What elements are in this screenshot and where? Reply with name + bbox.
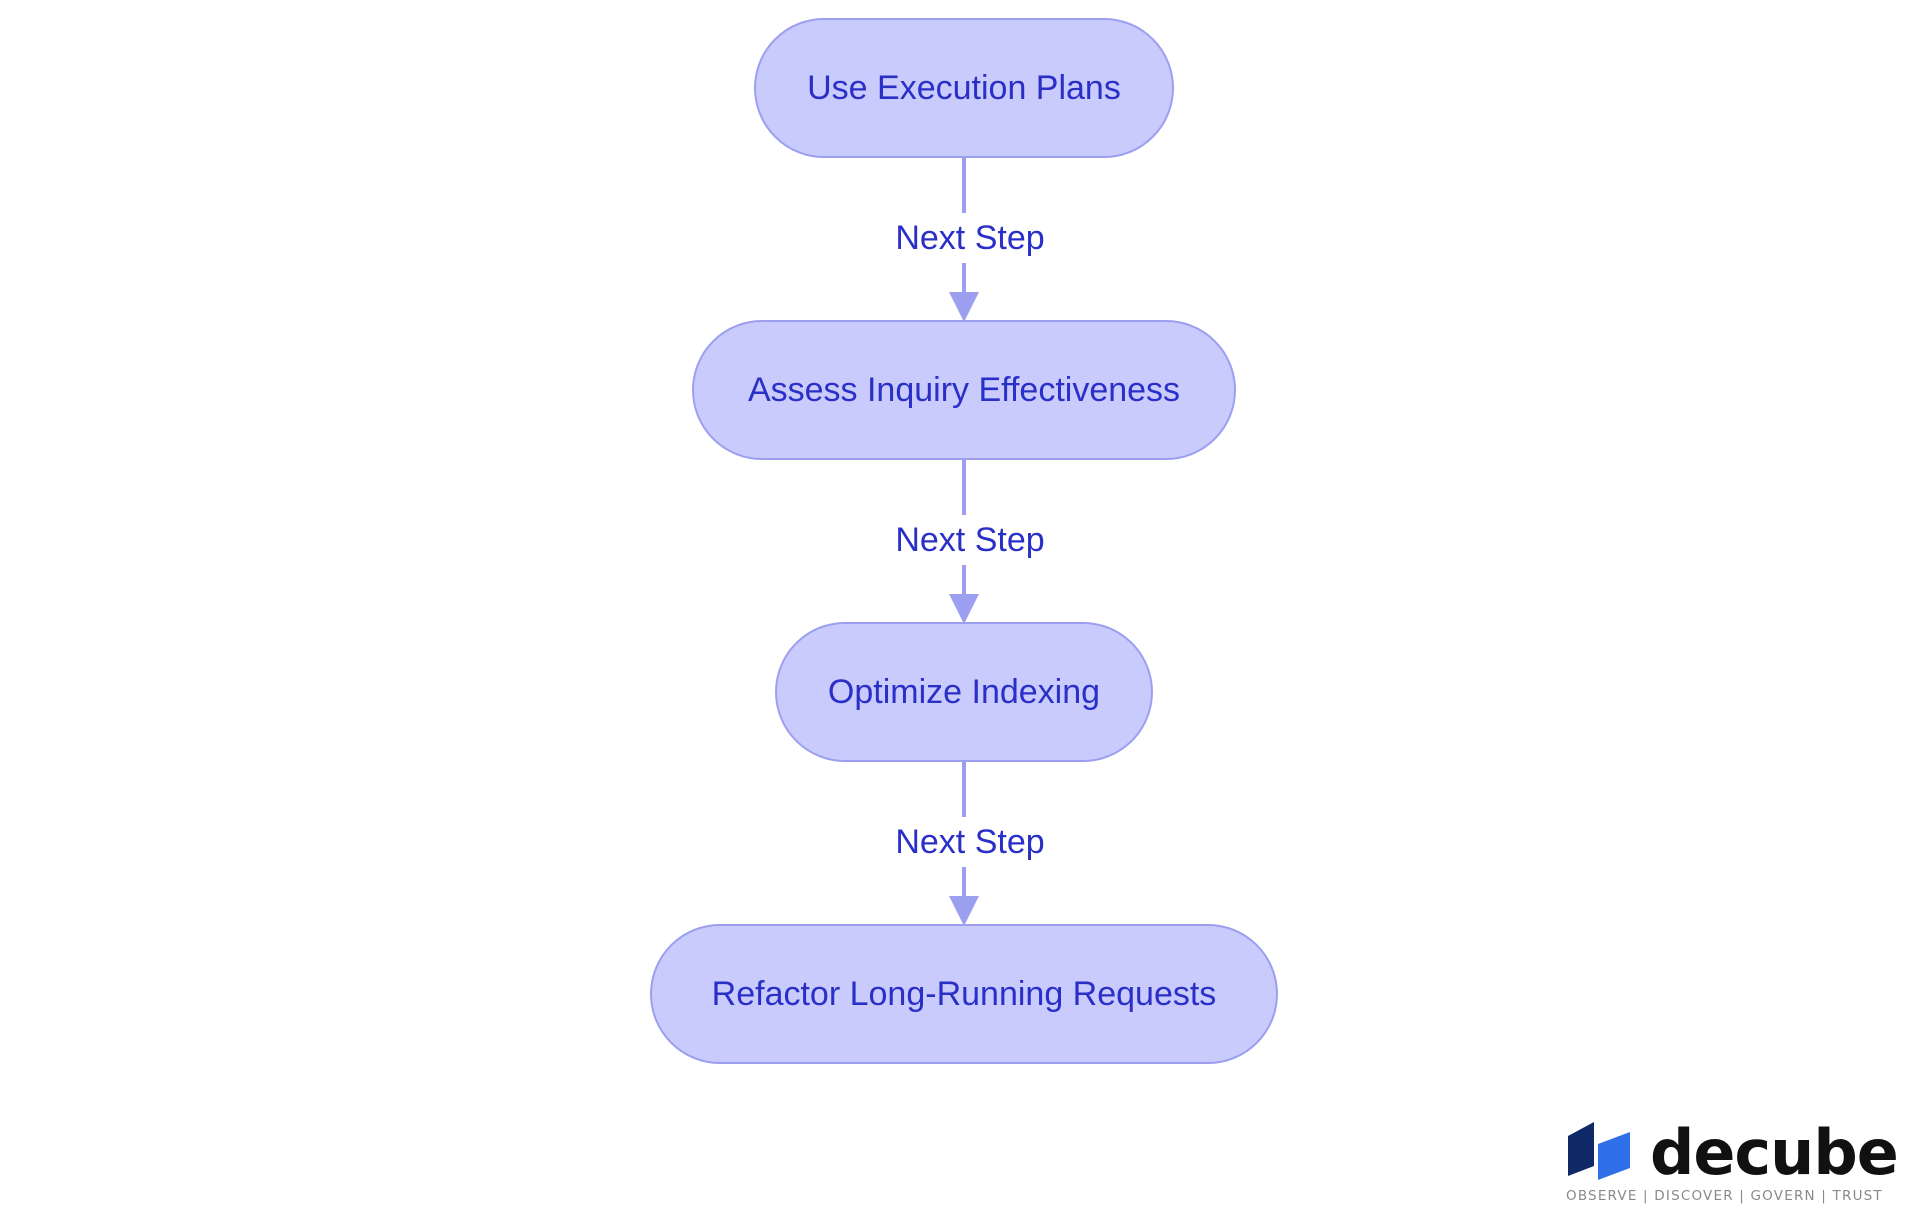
arrowhead-icon — [949, 896, 979, 926]
flow-node-assess-inquiry-effectiveness[interactable]: Assess Inquiry Effectiveness — [692, 320, 1236, 460]
logo-tagline: OBSERVE | DISCOVER | GOVERN | TRUST — [1566, 1188, 1883, 1204]
logo-wordmark: decube — [1650, 1116, 1899, 1189]
edge-label-next-step: Next Step — [880, 817, 1060, 867]
flow-node-optimize-indexing[interactable]: Optimize Indexing — [775, 622, 1153, 762]
edge-label-next-step: Next Step — [880, 213, 1060, 263]
decube-logo: decube OBSERVE | DISCOVER | GOVERN | TRU… — [1566, 1118, 1899, 1208]
flow-node-label: Optimize Indexing — [827, 672, 1101, 711]
arrowhead-icon — [949, 594, 979, 624]
flow-node-use-execution-plans[interactable]: Use Execution Plans — [754, 18, 1174, 158]
flow-node-label: Assess Inquiry Effectiveness — [747, 370, 1181, 409]
flow-node-label: Refactor Long-Running Requests — [711, 974, 1217, 1013]
flow-node-label: Use Execution Plans — [807, 68, 1121, 107]
decube-mark-icon — [1568, 1122, 1630, 1180]
edge-label-next-step: Next Step — [880, 515, 1060, 565]
flow-node-refactor-long-running-requests[interactable]: Refactor Long-Running Requests — [650, 924, 1278, 1064]
arrowhead-icon — [949, 292, 979, 322]
